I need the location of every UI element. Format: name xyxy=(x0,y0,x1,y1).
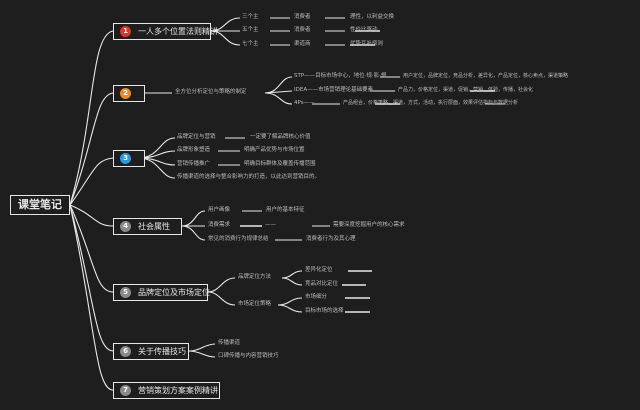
branch4-mid: —— xyxy=(265,222,276,228)
number-5-badge-icon: 5 xyxy=(120,287,131,298)
branch1-desc: 优势互补原则 xyxy=(350,41,384,47)
number-3-badge-icon: 3 xyxy=(120,153,131,164)
topic-4[interactable]: 4 社会属性 xyxy=(113,218,182,235)
topic-6-label: 关于传播技巧 xyxy=(138,347,186,356)
number-4-badge-icon: 4 xyxy=(120,221,131,232)
topic-5[interactable]: 5 品牌定位及市场定位 xyxy=(113,284,210,301)
branch5-item: 市场细分 xyxy=(305,294,328,300)
branch5-group-label: 品牌定位方法 xyxy=(238,274,272,280)
branch2-sub: IDEA——市场营销理论基础要素 xyxy=(294,87,374,93)
branch2-tail: 用户定位，品牌定位，竞品分析，差异化，产品定位，核心卖点，渠道策略 xyxy=(403,73,569,79)
number-1-badge-icon: 1 xyxy=(120,26,131,37)
topic-7-label: 营销策划方案案例精讲 xyxy=(138,386,218,395)
topic-4-label: 社会属性 xyxy=(138,222,170,231)
branch4-desc: 需要深度挖掘用户的核心需求 xyxy=(333,222,405,228)
branch1-mid: 渠道商 xyxy=(294,41,311,47)
branch4-desc: 用户的基本特征 xyxy=(266,207,305,213)
branch3-desc: 明确产品优势与市场位置 xyxy=(244,147,305,153)
branch2-main: 全方位分析定位与策略的制定 xyxy=(175,89,247,95)
branch2-tail: 产品力，价格定位，渠道，促销，营销，体验，传播，社会化 xyxy=(398,87,534,93)
branch1-mid: 消费者 xyxy=(294,14,311,20)
branch5-group-label: 市场定位策略 xyxy=(238,301,272,307)
branch2-tail: 产品组合，价格策略，渠道，方式，活动，执行层面，效果评估指标与数据分析 xyxy=(343,100,519,106)
branch2-sub: 4Ps—— xyxy=(294,100,315,106)
branch5-item: 竞品对比定位 xyxy=(305,281,339,287)
branch2-sub: STP——目标市场中心，地位·规·影·想 xyxy=(294,73,387,79)
topic-1[interactable]: 1 一人多个位置法则精讲 xyxy=(113,23,218,40)
branch3-item: 传播渠道的选择与整合影响力的打造，以此达到营销目的。 xyxy=(177,174,321,180)
branch1-item: 三个主 xyxy=(242,14,259,20)
number-2-badge-icon: 2 xyxy=(120,88,131,99)
branch4-desc: 消费者行为及其心理 xyxy=(306,236,356,242)
branch3-desc: 一定要了解品牌核心价值 xyxy=(250,134,311,140)
branch6-item: 传播渠道 xyxy=(218,340,241,346)
topic-6[interactable]: 6 关于传播技巧 xyxy=(113,343,189,360)
branch5-item: 目标市场的选择 xyxy=(305,308,344,314)
topic-3[interactable]: 3 xyxy=(113,150,145,167)
branch1-desc: 性价比驱动 xyxy=(350,27,378,33)
root-node[interactable]: 课堂笔记 xyxy=(10,195,70,215)
number-6-badge-icon: 6 xyxy=(120,346,131,357)
topic-1-label: 一人多个位置法则精讲 xyxy=(138,27,218,36)
topic-7[interactable]: 7 营销策划方案案例精讲 xyxy=(113,382,220,399)
branch3-item: 品牌定位与营销 xyxy=(177,134,216,140)
branch1-item: 五个主 xyxy=(242,27,259,33)
branch4-item: 消费需求 xyxy=(208,222,231,228)
topic-5-label: 品牌定位及市场定位 xyxy=(138,288,210,297)
branch1-desc: 理性，以利益交换 xyxy=(350,14,395,20)
branch1-mid: 消费者 xyxy=(294,27,311,33)
branch5-item: 差异化定位 xyxy=(305,267,333,273)
branch1-item: 七个主 xyxy=(242,41,259,47)
number-7-badge-icon: 7 xyxy=(120,385,131,396)
branch3-desc: 明确目标群体及覆盖传播范围 xyxy=(244,161,316,167)
branch4-item: 常见的消费行为规律总结 xyxy=(208,236,269,242)
branch6-item: 口碑传播与内容营销技巧 xyxy=(218,353,279,359)
topic-2[interactable]: 2 xyxy=(113,85,145,102)
branch4-item: 用户画像 xyxy=(208,207,231,213)
branch3-item: 营销传播推广 xyxy=(177,161,211,167)
branch3-item: 品牌形象塑造 xyxy=(177,147,211,153)
